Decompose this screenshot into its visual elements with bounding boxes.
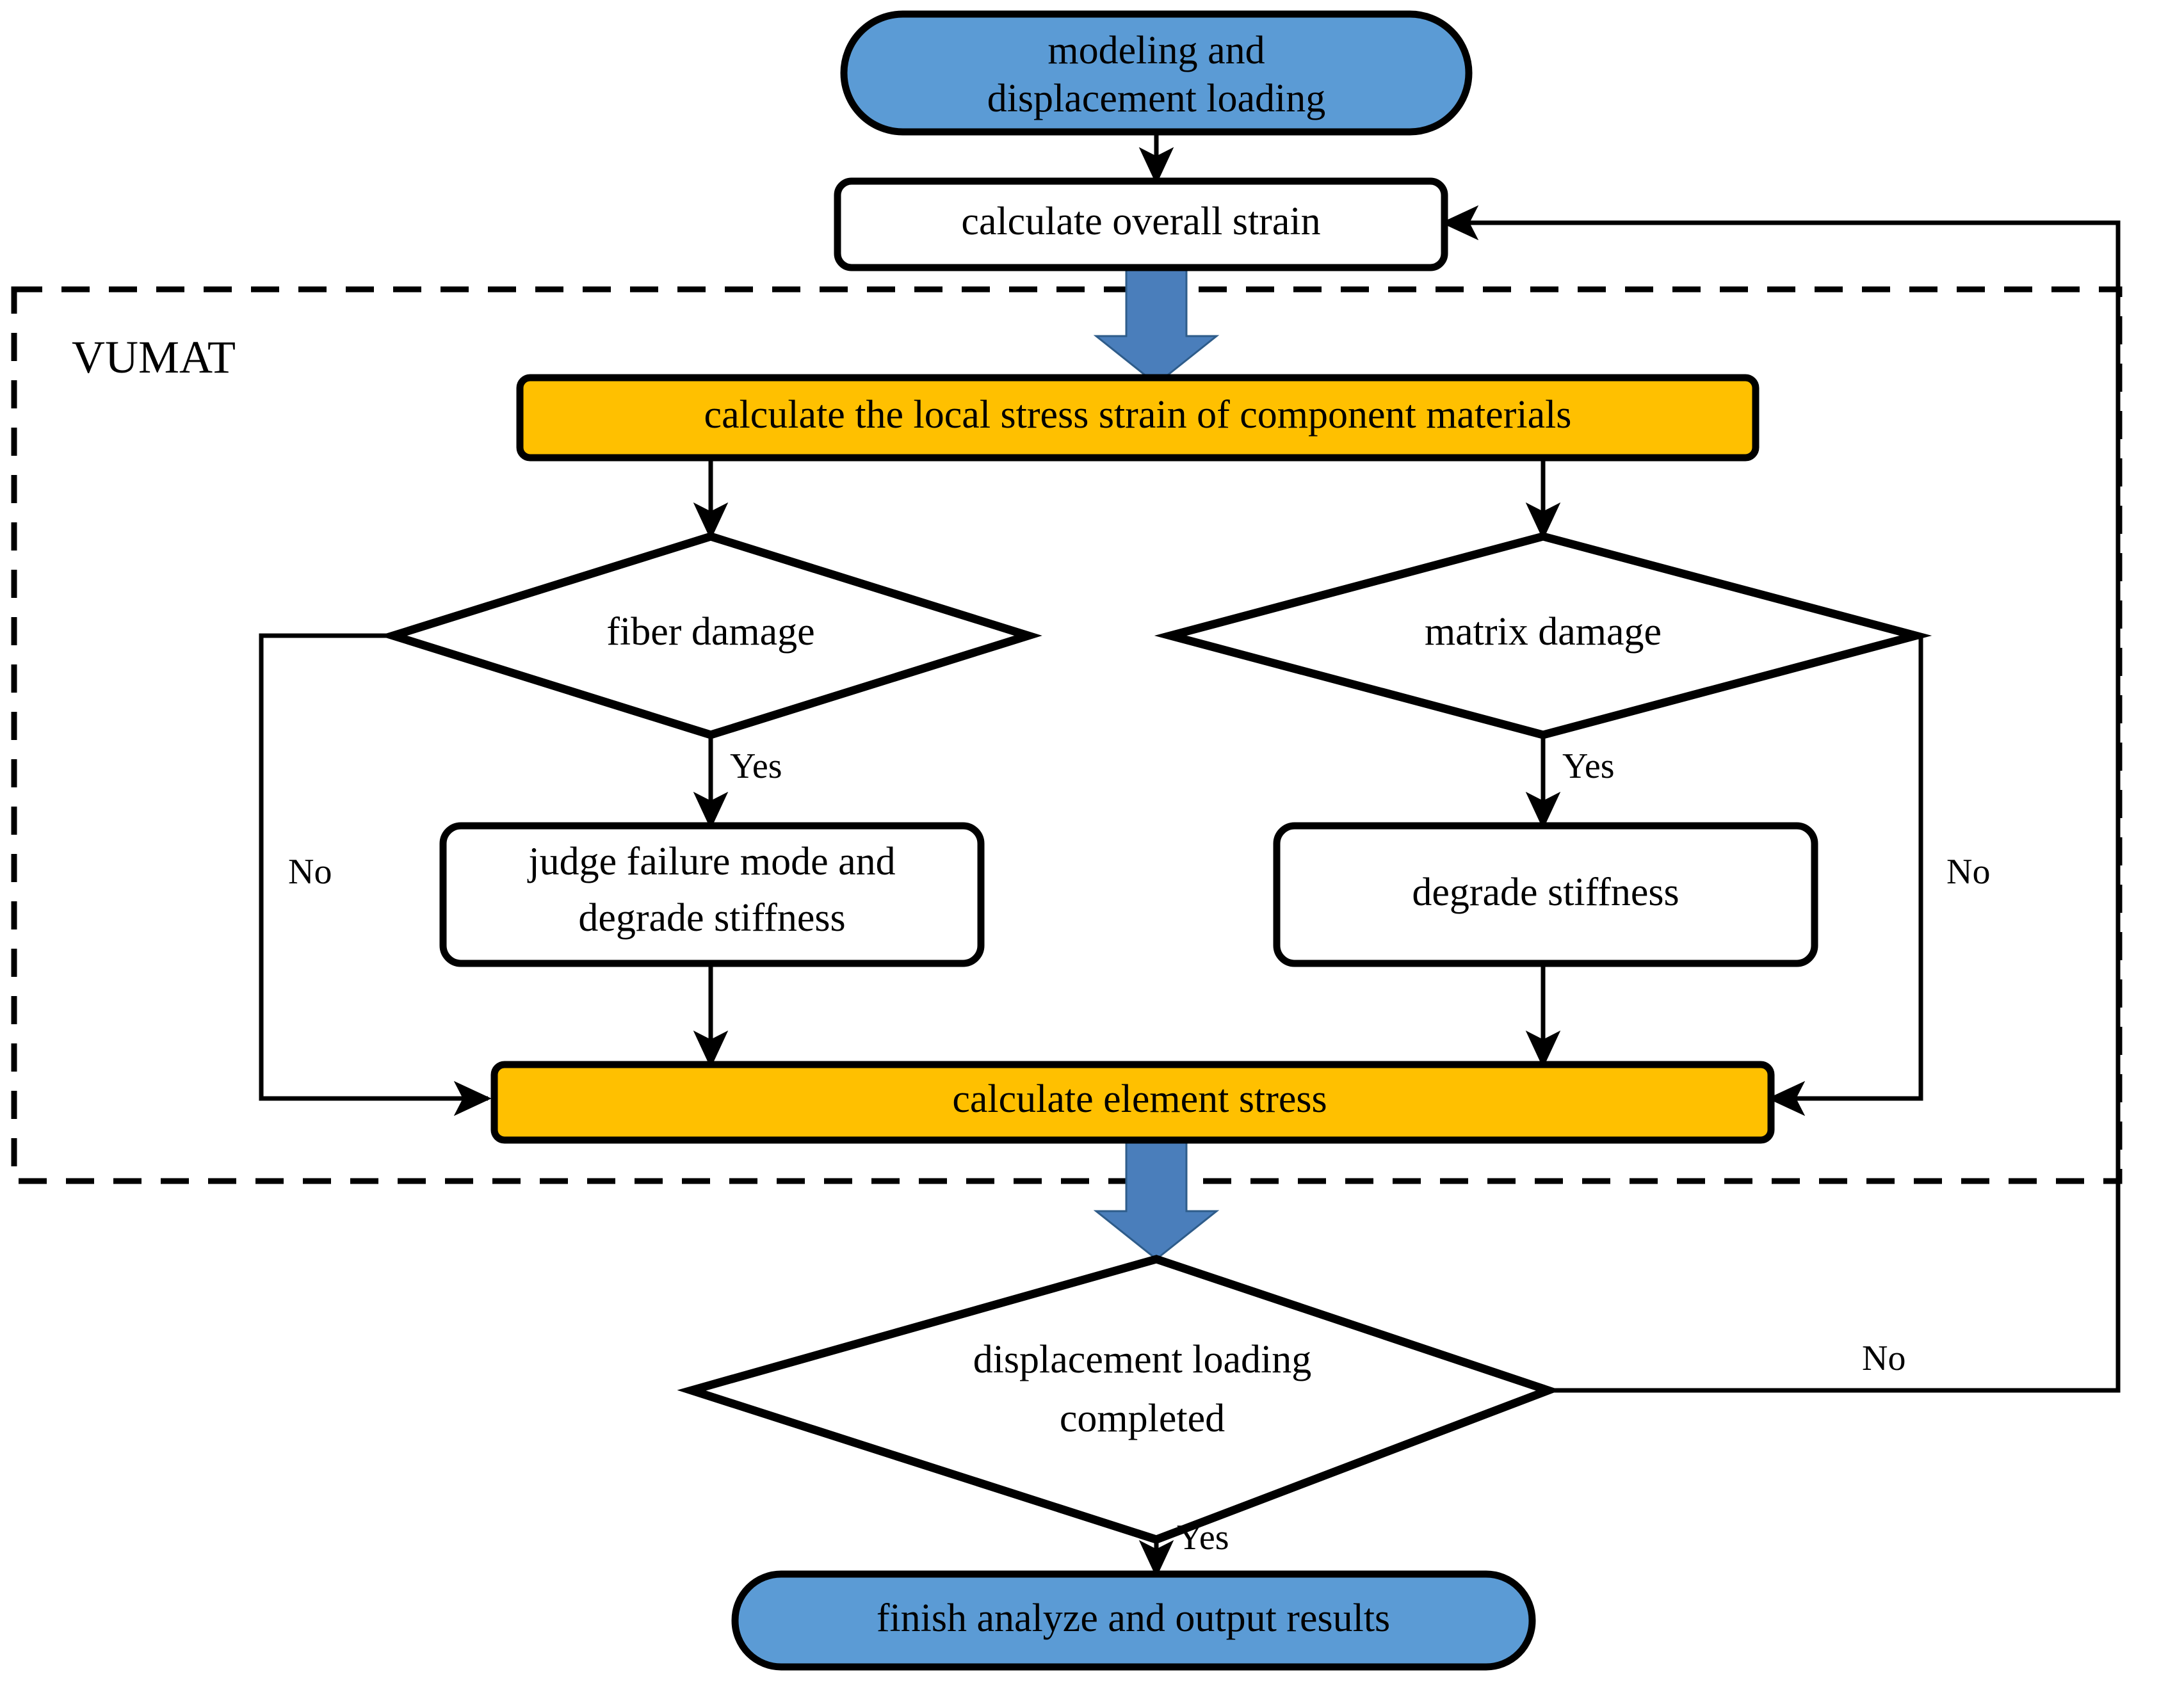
node-displacement-loading-completed-line1: displacement loading bbox=[973, 1338, 1312, 1381]
node-judge-failure-mode-line1: judge failure mode and bbox=[527, 840, 895, 883]
vumat-region-label: VUMAT bbox=[72, 332, 236, 383]
edge-label-matrix-damage-yes: Yes bbox=[1562, 746, 1614, 786]
node-fiber-damage[interactable] bbox=[379, 532, 1042, 739]
vumat-region-boundary bbox=[11, 286, 2123, 1184]
node-displacement-loading-completed-line2: completed bbox=[1060, 1397, 1225, 1440]
node-displacement-loading-completed[interactable] bbox=[677, 1255, 1561, 1544]
node-judge-failure-mode-line2: degrade stiffness bbox=[578, 896, 845, 940]
node-finish-analyze[interactable] bbox=[731, 1570, 1536, 1671]
edge-fiber-damage-no bbox=[259, 633, 492, 1116]
node-calculate-overall-strain-label: calculate overall strain bbox=[961, 200, 1320, 243]
node-start[interactable] bbox=[840, 10, 1473, 136]
node-calculate-element-stress[interactable] bbox=[490, 1061, 1775, 1144]
node-finish-analyze-label: finish analyze and output results bbox=[877, 1597, 1390, 1640]
node-calculate-local-stress-strain-label: calculate the local stress strain of com… bbox=[704, 393, 1572, 437]
node-fiber-damage-label: fiber damage bbox=[606, 610, 814, 654]
node-matrix-damage-label: matrix damage bbox=[1425, 610, 1662, 654]
node-start-line1: modeling and bbox=[1048, 29, 1265, 72]
node-start-line2: displacement loading bbox=[987, 77, 1326, 120]
block-arrow-element-stress-to-loading-check bbox=[1093, 1133, 1220, 1260]
edge-label-loading-completed-no: No bbox=[1862, 1339, 1905, 1378]
edge-label-loading-completed-yes: Yes bbox=[1177, 1518, 1229, 1557]
edge-loading-completed-no bbox=[1441, 205, 2121, 1393]
edge-label-fiber-damage-no: No bbox=[288, 852, 332, 892]
edge-label-fiber-damage-yes: Yes bbox=[730, 746, 782, 786]
node-matrix-damage[interactable] bbox=[1154, 532, 1932, 739]
edge-label-matrix-damage-no: No bbox=[1946, 852, 1990, 892]
node-calculate-element-stress-label: calculate element stress bbox=[952, 1077, 1327, 1121]
node-degrade-stiffness[interactable] bbox=[1273, 822, 1818, 967]
node-degrade-stiffness-label: degrade stiffness bbox=[1412, 871, 1679, 914]
block-arrow-overall-strain-to-local-stress bbox=[1093, 258, 1220, 385]
node-calculate-overall-strain[interactable] bbox=[834, 177, 1448, 271]
node-calculate-local-stress-strain[interactable] bbox=[516, 374, 1759, 462]
node-judge-failure-mode[interactable] bbox=[439, 822, 985, 967]
